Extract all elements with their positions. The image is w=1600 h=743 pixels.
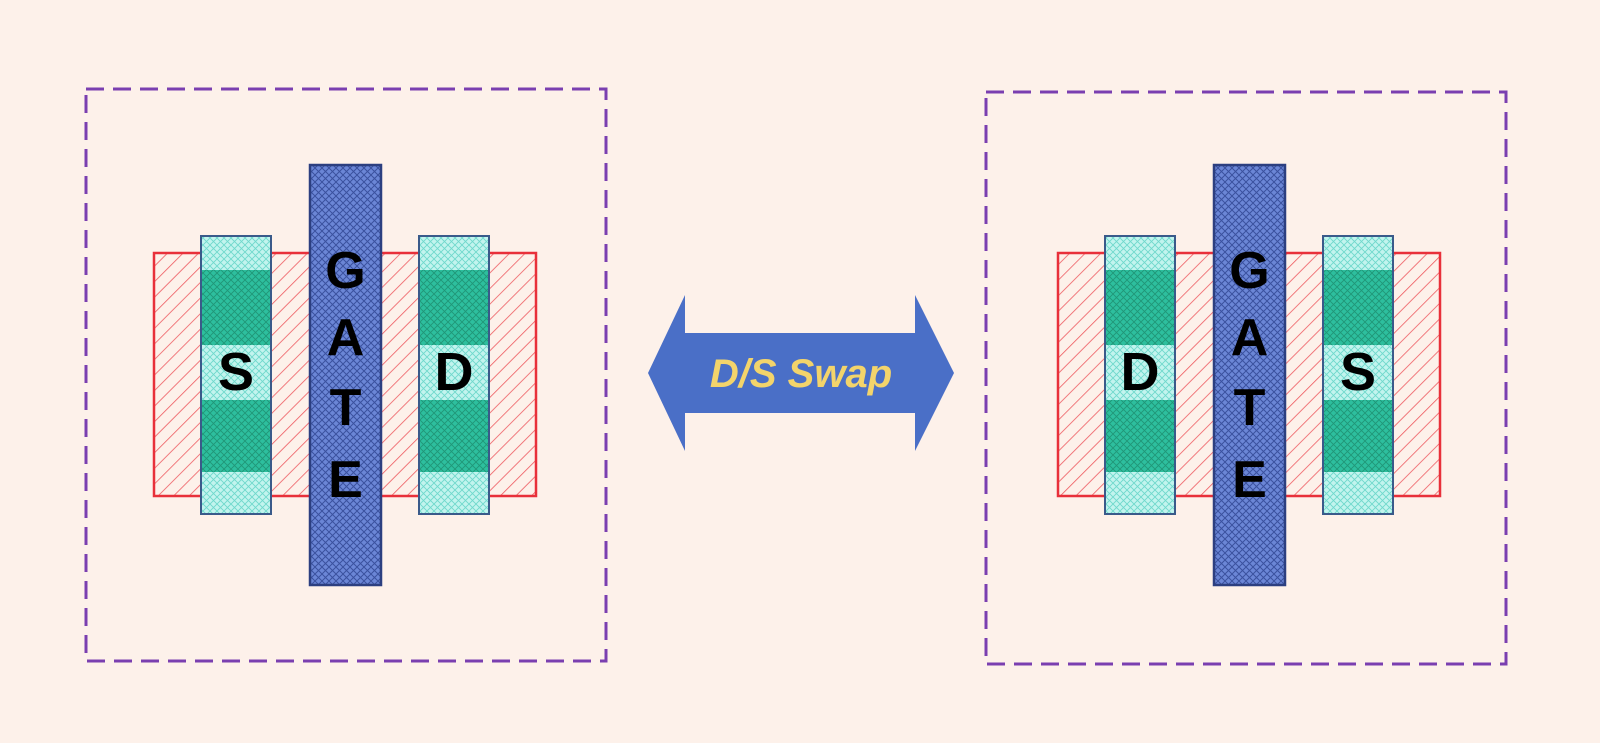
left-drain-contact [418, 235, 490, 515]
right-drain-contact [1104, 235, 1176, 515]
right-gate-letter: A [1231, 309, 1269, 367]
right-gate-letter: G [1229, 242, 1269, 300]
left-source-label: S [218, 342, 254, 402]
right-drain-label: D [1121, 342, 1160, 402]
swap-arrow: D/S Swap [648, 295, 954, 451]
left-gate-letter: E [328, 451, 363, 509]
left-gate-letter: G [325, 242, 365, 300]
left-gate [308, 163, 383, 587]
right-gate-letter: T [1234, 379, 1266, 437]
right-transistor: G A T E D S [984, 90, 1508, 666]
left-gate-letter: A [327, 309, 365, 367]
right-source-label: S [1340, 342, 1376, 402]
right-gate [1212, 163, 1287, 587]
double-arrow-icon [648, 295, 954, 451]
right-gate-letter: E [1232, 451, 1267, 509]
right-source-contact [1322, 235, 1394, 515]
right-cell-boundary [984, 90, 1508, 666]
left-cell-boundary [84, 87, 608, 663]
left-drain-label: D [435, 342, 474, 402]
swap-label: D/S Swap [710, 352, 892, 396]
left-gate-letter: T [330, 379, 362, 437]
left-transistor: G A T E S D [84, 87, 608, 663]
left-source-contact [200, 235, 272, 515]
